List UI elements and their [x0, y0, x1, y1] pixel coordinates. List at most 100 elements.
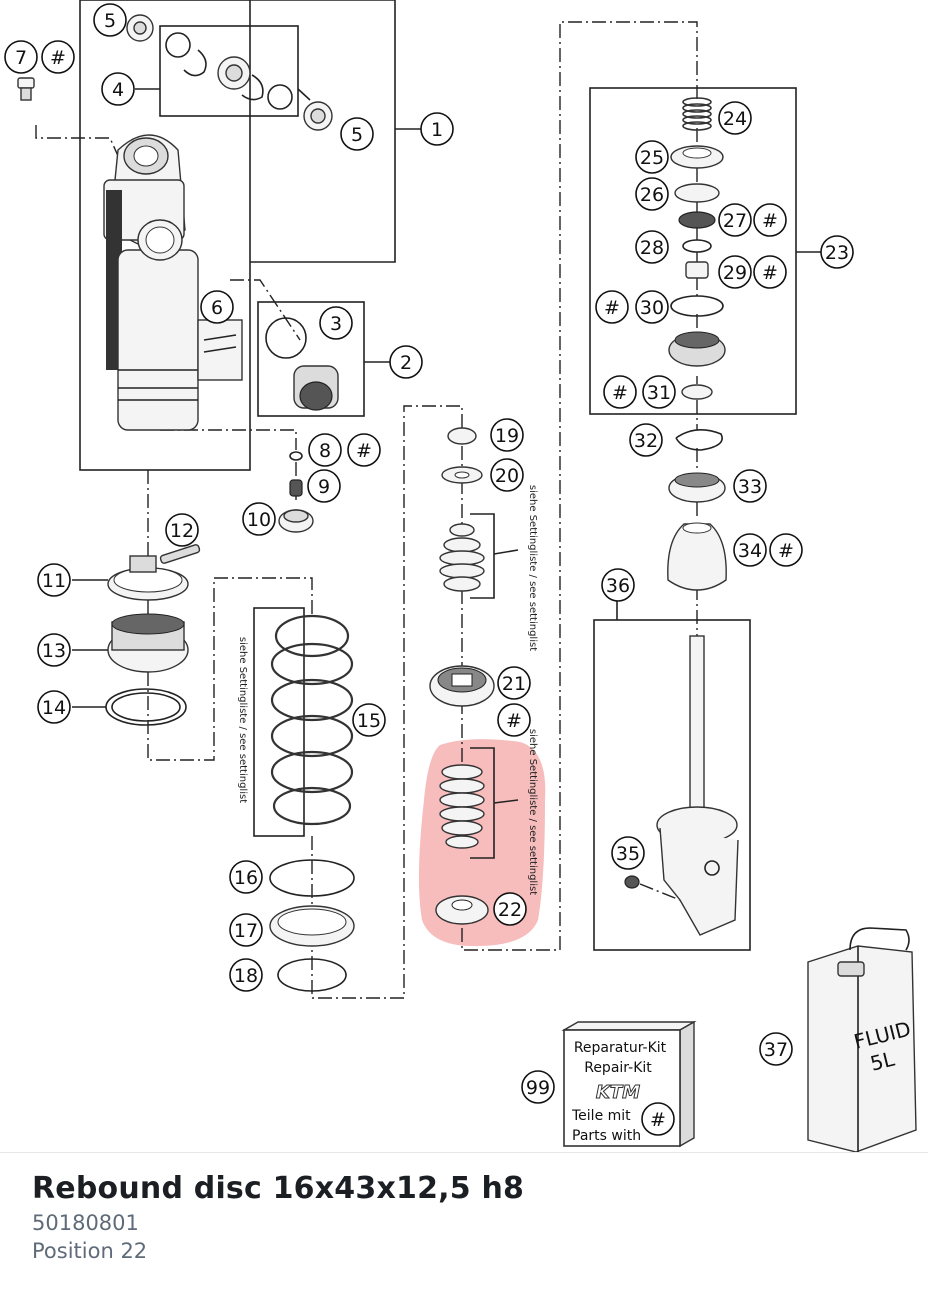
callout-6[interactable]: 6	[200, 290, 234, 324]
kit-marker-callout[interactable]: #	[769, 533, 803, 567]
callout-number: 22	[498, 899, 522, 921]
callout-number: 15	[357, 710, 381, 732]
callout-23[interactable]: 23	[820, 235, 854, 269]
callout-number: 25	[640, 147, 664, 169]
callout-circle	[521, 1070, 555, 1104]
ring-14	[105, 688, 187, 726]
callout-number: 11	[42, 570, 66, 592]
callout-number: 18	[234, 965, 258, 987]
callout-19[interactable]: 19	[490, 418, 524, 452]
callout-32[interactable]: 32	[629, 423, 663, 457]
callout-7[interactable]: 7	[4, 40, 38, 74]
callout-number: 35	[616, 843, 640, 865]
callout-circle	[629, 423, 663, 457]
callout-16[interactable]: 16	[229, 860, 263, 894]
kit-marker-callout[interactable]: #	[497, 703, 531, 737]
callout-number: #	[356, 440, 372, 462]
callout-28[interactable]: 28	[635, 230, 669, 264]
callout-18[interactable]: 18	[229, 958, 263, 992]
callout-circle	[733, 533, 767, 567]
callout-circle	[635, 290, 669, 324]
callout-22[interactable]: 22	[493, 892, 527, 926]
callout-15[interactable]: 15	[352, 703, 386, 737]
callout-number: 31	[647, 382, 671, 404]
callout-number: 5	[351, 124, 363, 146]
callout-25[interactable]: 25	[635, 140, 669, 174]
part-info-panel: Rebound disc 16x43x12,5 h8 50180801 Posi…	[0, 1152, 928, 1291]
callout-group: 12345567#8#9101112131415161718192021#222…	[4, 3, 854, 1136]
callout-number: #	[762, 210, 778, 232]
callout-37[interactable]: 37	[759, 1032, 793, 1066]
snap-ring-32	[675, 429, 723, 451]
callout-number: 30	[640, 297, 664, 319]
piston-21	[429, 665, 495, 707]
shock-body-frame	[79, 0, 251, 471]
callout-1[interactable]: 1	[420, 112, 454, 146]
callout-circle	[490, 458, 524, 492]
callout-30[interactable]: 30	[635, 290, 669, 324]
callout-13[interactable]: 13	[37, 633, 71, 667]
callout-21[interactable]: 21	[497, 666, 531, 700]
callout-99[interactable]: 99	[521, 1070, 555, 1104]
bearing-group-box	[159, 25, 299, 117]
callout-3[interactable]: 3	[319, 306, 353, 340]
callout-29[interactable]: 29	[718, 255, 752, 289]
callout-2[interactable]: 2	[389, 345, 423, 379]
piston-stack-upper	[439, 427, 519, 599]
callout-circle	[37, 563, 71, 597]
callout-circle	[242, 502, 276, 536]
callout-number: #	[50, 47, 66, 69]
kit-marker-callout[interactable]: #	[753, 255, 787, 289]
callout-10[interactable]: 10	[242, 502, 276, 536]
kit-marker-callout[interactable]: #	[603, 375, 637, 409]
callout-34[interactable]: 34	[733, 533, 767, 567]
callout-8[interactable]: 8	[308, 433, 342, 467]
callout-circle	[497, 666, 531, 700]
exploded-parts-diagram: siehe Settingliste / see settinglist sie…	[4, 0, 917, 1152]
callout-circle	[229, 913, 263, 947]
kit-marker-callout[interactable]: #	[641, 1102, 675, 1136]
kit-marker-callout[interactable]: #	[347, 433, 381, 467]
callout-number: 17	[234, 920, 258, 942]
callout-17[interactable]: 17	[229, 913, 263, 947]
kit-marker-callout[interactable]: #	[753, 203, 787, 237]
callout-number: 9	[318, 476, 330, 498]
callout-circle	[347, 433, 381, 467]
callout-circle	[319, 306, 353, 340]
ring-16	[269, 859, 355, 897]
setting-list-label-spring: siehe Settingliste / see settinglist	[237, 637, 248, 803]
callout-26[interactable]: 26	[635, 177, 669, 211]
kit-marker-callout[interactable]: #	[41, 40, 75, 74]
callout-number: 32	[634, 430, 658, 452]
callout-12[interactable]: 12	[165, 513, 199, 547]
callout-24[interactable]: 24	[718, 101, 752, 135]
callout-33[interactable]: 33	[733, 469, 767, 503]
kit-label-parts-de: Teile mit	[571, 1108, 631, 1124]
kit-brand-logo: KTM	[596, 1082, 640, 1103]
callout-circle	[642, 375, 676, 409]
callout-11[interactable]: 11	[37, 563, 71, 597]
kit-marker-callout[interactable]: #	[595, 290, 629, 324]
callout-5[interactable]: 5	[93, 3, 127, 37]
callout-27[interactable]: 27	[718, 203, 752, 237]
callout-20[interactable]: 20	[490, 458, 524, 492]
callout-circle	[165, 513, 199, 547]
kit-label-parts-en: Parts with	[572, 1128, 641, 1144]
callout-35[interactable]: 35	[611, 836, 645, 870]
callout-36[interactable]: 36	[601, 568, 635, 602]
piston-rod-box	[593, 619, 751, 951]
callout-5[interactable]: 5	[340, 117, 374, 151]
setting-list-label-lower: siehe Settingliste / see settinglist	[527, 729, 538, 895]
callout-number: #	[506, 710, 522, 732]
callout-number: 4	[112, 79, 124, 101]
callout-4[interactable]: 4	[101, 72, 135, 106]
kit-label-en: Repair-Kit	[584, 1060, 652, 1076]
callout-circle	[603, 375, 637, 409]
rebound-disc-22	[435, 895, 489, 925]
callout-number: 16	[234, 867, 258, 889]
callout-31[interactable]: 31	[642, 375, 676, 409]
ring-18	[277, 958, 347, 992]
callout-9[interactable]: 9	[307, 469, 341, 503]
callout-circle	[733, 469, 767, 503]
callout-14[interactable]: 14	[37, 690, 71, 724]
